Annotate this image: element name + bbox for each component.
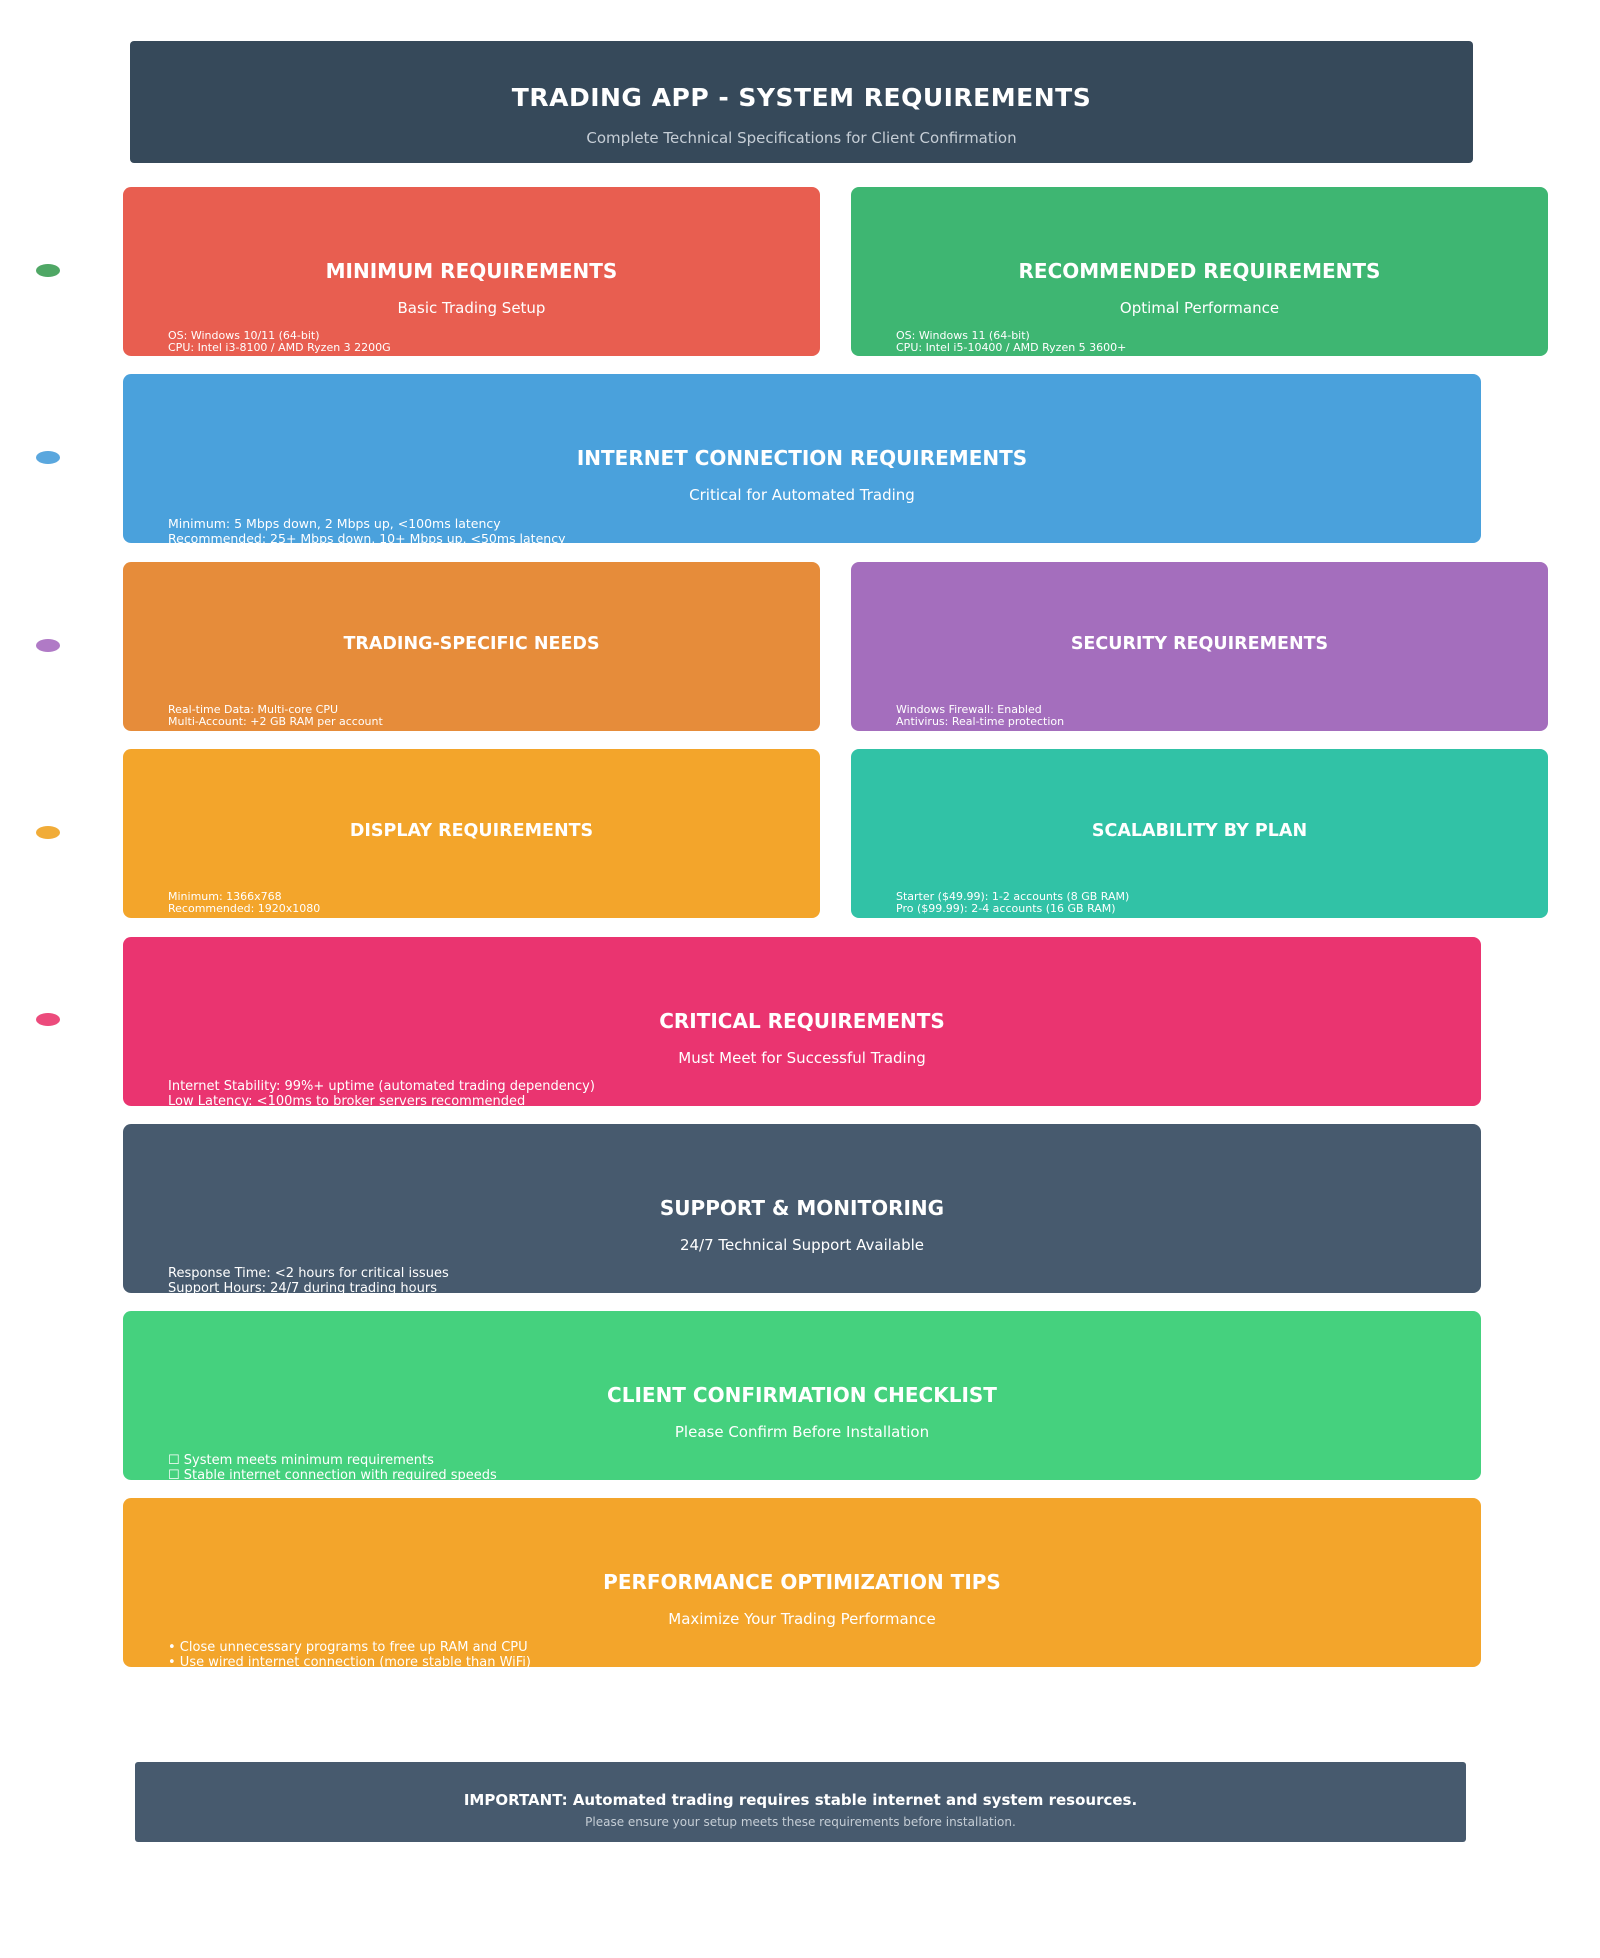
spec-item: Pro ($99.99): 2-4 accounts (16 GB RAM) [896, 902, 1116, 916]
spec-item: Support Hours: 24/7 during trading hours [168, 1280, 437, 1296]
critical-requirements-title: CRITICAL REQUIREMENTS [659, 1009, 945, 1033]
recommended-requirements-subtitle: Optimal Performance [1119, 299, 1280, 317]
internet-requirements-subtitle: Critical for Automated Trading [689, 486, 915, 504]
confirmation-checklist-subtitle: Please Confirm Before Installation [674, 1423, 930, 1441]
spec-item: OS: Windows 10/11 (64-bit) [168, 329, 320, 342]
scalability-title: SCALABILITY BY PLAN [1091, 821, 1308, 841]
security-requirements-title: SECURITY REQUIREMENTS [1070, 634, 1329, 654]
recommended-requirements-card: RECOMMENDED REQUIREMENTS Optimal Perform… [851, 187, 1548, 416]
spec-item: Antivirus: Real-time protection [896, 715, 1065, 729]
page-title: TRADING APP - SYSTEM REQUIREMENTS [511, 83, 1092, 112]
trading-needs-title: TRADING-SPECIFIC NEEDS [343, 634, 600, 654]
spec-item: Windows Firewall: Enabled [896, 703, 1042, 716]
scalability-list: Starter ($49.99): 1-2 accounts (8 GB RAM… [896, 890, 1130, 916]
spec-item: • Close unnecessary programs to free up … [168, 1640, 528, 1655]
support-monitoring-title: SUPPORT & MONITORING [659, 1196, 945, 1220]
spec-item: ☐ System meets minimum requirements [168, 1453, 434, 1468]
important-notice-subtitle: Please ensure your setup meets these req… [585, 1815, 1016, 1829]
spec-item [168, 1296, 449, 1311]
spec-item: OS: Windows 11 (64-bit) [896, 329, 1030, 342]
spec-item: Multi-Account: +2 GB RAM per account [168, 715, 383, 729]
internet-requirements-title: INTERNET CONNECTION REQUIREMENTS [576, 446, 1028, 470]
spec-item: Minimum: 1366x768 [168, 890, 282, 903]
page-subtitle: Complete Technical Specifications for Cl… [586, 129, 1017, 147]
spec-item [168, 1483, 497, 1498]
spec-item: Recommended: 25+ Mbps down, 10+ Mbps up,… [168, 530, 566, 546]
spec-item: Internet Stability: 99%+ uptime (automat… [168, 1079, 595, 1094]
recommended-requirements-title: RECOMMENDED REQUIREMENTS [1018, 259, 1381, 283]
row-dot-minimum [36, 264, 60, 277]
row-dot-display [36, 826, 60, 839]
performance-tips-title: PERFORMANCE OPTIMIZATION TIPS [603, 1570, 1001, 1594]
spec-item: CPU: Intel i3-8100 / AMD Ryzen 3 2200G [168, 341, 391, 355]
row-dot-critical [36, 1013, 60, 1026]
trading-needs-card: TRADING-SPECIFIC NEEDS Real-time Data: M… [123, 562, 820, 765]
critical-requirements-subtitle: Must Meet for Successful Trading [678, 1049, 926, 1067]
spec-item: Recommended: 1920x1080 [168, 902, 321, 916]
display-requirements-title: DISPLAY REQUIREMENTS [349, 821, 594, 841]
spec-item [168, 546, 565, 561]
row-dot-internet [36, 451, 60, 464]
spec-item: Starter ($49.99): 1-2 accounts (8 GB RAM… [896, 890, 1130, 903]
important-notice-title: IMPORTANT: Automated trading requires st… [463, 1791, 1138, 1809]
confirmation-checklist-card: CLIENT CONFIRMATION CHECKLIST Please Con… [123, 1311, 1481, 1540]
important-notice: IMPORTANT: Automated trading requires st… [135, 1762, 1466, 1842]
minimum-requirements-subtitle: Basic Trading Setup [397, 299, 546, 317]
spec-item: ☐ Stable internet connection with requir… [168, 1467, 497, 1483]
confirmation-checklist-title: CLIENT CONFIRMATION CHECKLIST [607, 1383, 997, 1407]
spec-item: Minimum: 5 Mbps down, 2 Mbps up, <100ms … [168, 516, 501, 531]
minimum-requirements-card: MINIMUM REQUIREMENTS Basic Trading Setup… [123, 187, 820, 416]
row-dot-trading [36, 639, 60, 652]
internet-requirements-card: INTERNET CONNECTION REQUIREMENTS Critica… [123, 374, 1481, 589]
support-monitoring-subtitle: 24/7 Technical Support Available [679, 1236, 925, 1254]
header-banner: TRADING APP - SYSTEM REQUIREMENTS Comple… [130, 41, 1473, 163]
scalability-card: SCALABILITY BY PLAN Starter ($49.99): 1-… [851, 749, 1548, 918]
spec-item: • Use wired internet connection (more st… [168, 1654, 531, 1670]
performance-tips-card: PERFORMANCE OPTIMIZATION TIPS Maximize Y… [123, 1498, 1481, 1670]
minimum-requirements-title: MINIMUM REQUIREMENTS [325, 259, 618, 283]
support-monitoring-card: SUPPORT & MONITORING 24/7 Technical Supp… [123, 1124, 1481, 1339]
critical-requirements-card: CRITICAL REQUIREMENTS Must Meet for Succ… [123, 937, 1481, 1152]
spec-item: Multi-Monitor: Up to 4 monitors [168, 926, 341, 940]
spec-item: Low Latency: <100ms to broker servers re… [168, 1093, 526, 1109]
spec-item: Real-time Data: Multi-core CPU [168, 703, 339, 716]
spec-item: Response Time: <2 hours for critical iss… [168, 1266, 449, 1281]
performance-tips-list: • Close unnecessary programs to free up … [168, 1640, 531, 1670]
spec-item: CPU: Intel i5-10400 / AMD Ryzen 5 3600+ [896, 341, 1127, 355]
spec-item [168, 1109, 595, 1124]
performance-tips-subtitle: Maximize Your Trading Performance [668, 1610, 936, 1628]
security-requirements-card: SECURITY REQUIREMENTS Windows Firewall: … [851, 562, 1548, 765]
